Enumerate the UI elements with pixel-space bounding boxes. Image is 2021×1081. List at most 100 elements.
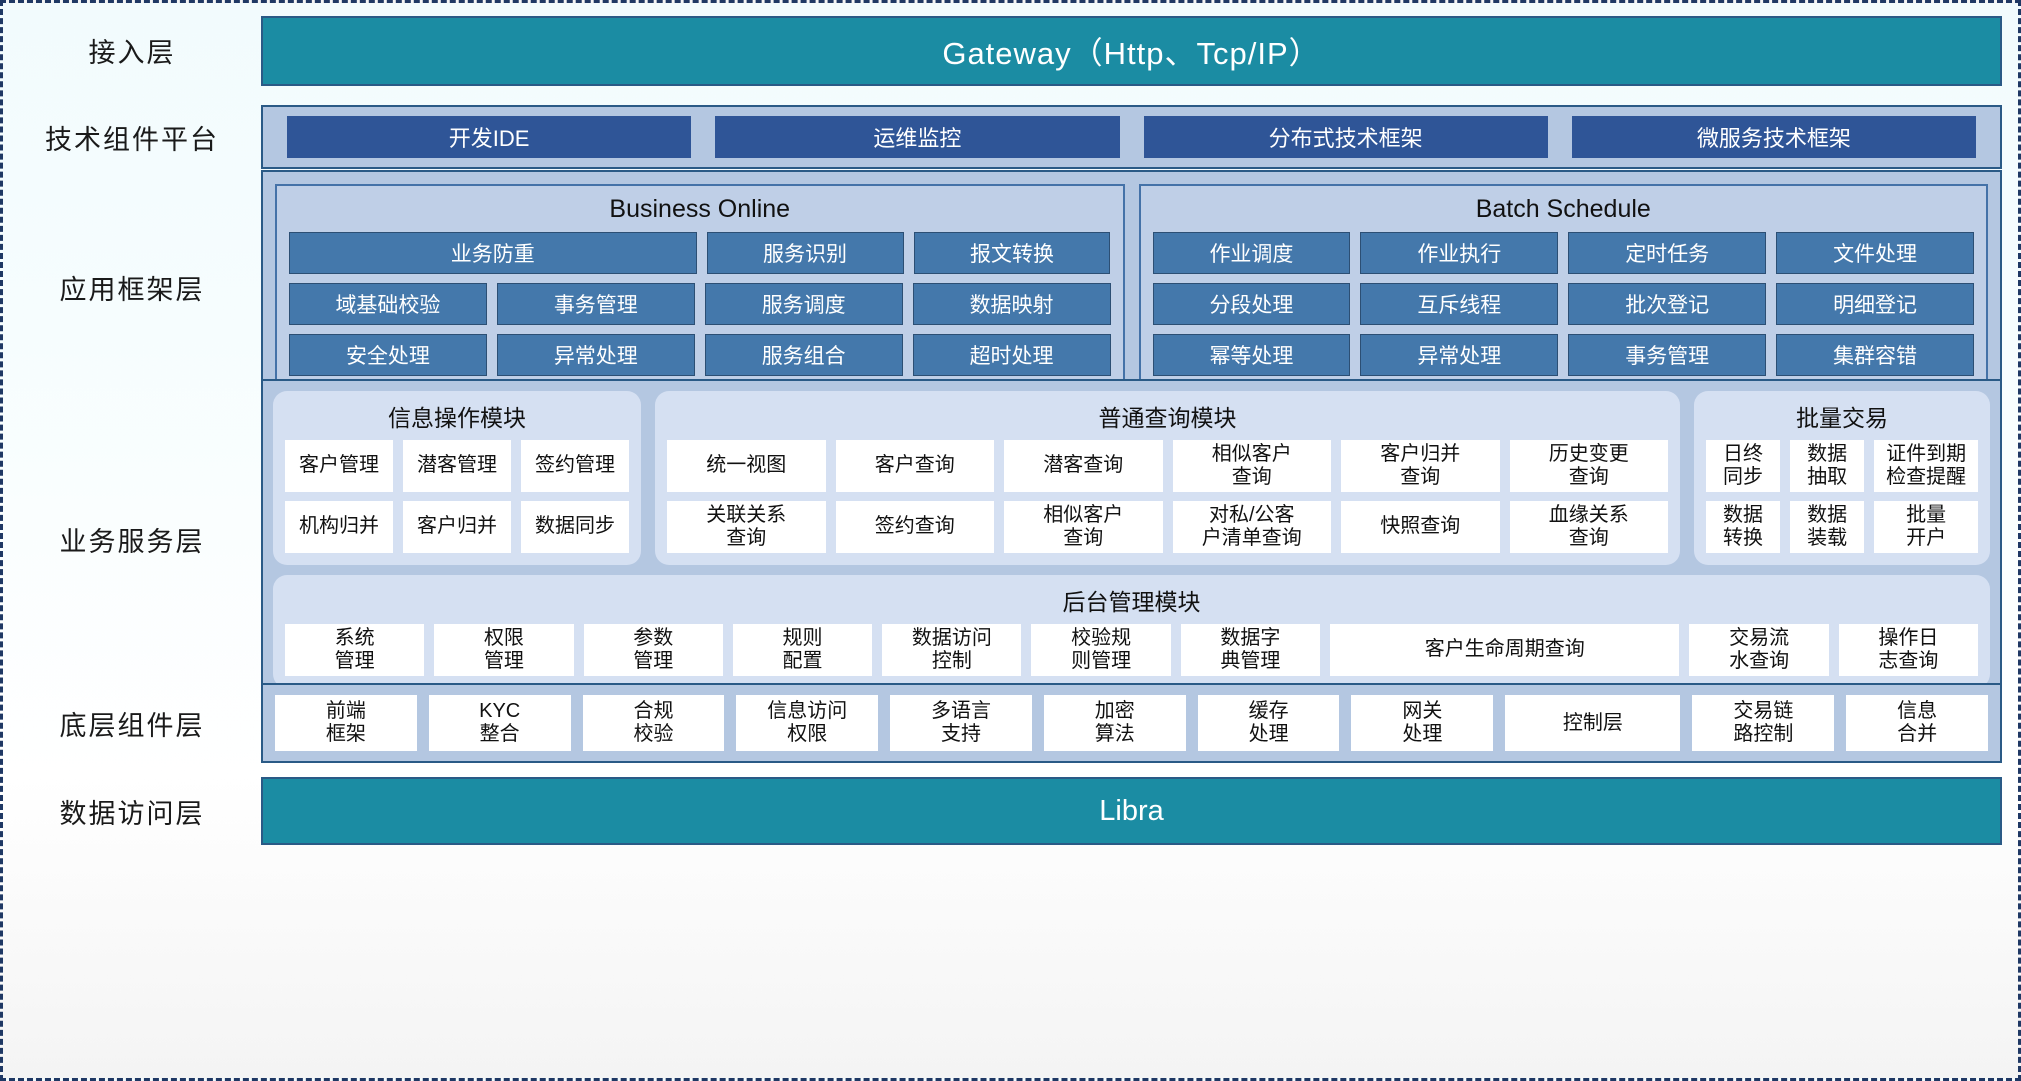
tech-chip-microservice-framework[interactable]: 微服务技术框架 <box>1571 116 1976 158</box>
bs-cell-history-change-query[interactable]: 历史变更查询 <box>1509 439 1668 492</box>
af-cell-batch-registration[interactable]: 批次登记 <box>1568 283 1767 325</box>
layer-row-access: 接入层 Gateway（Http、Tcp/IP） <box>3 3 2018 98</box>
bs-cell-customer-merge-query[interactable]: 客户归并查询 <box>1341 439 1500 492</box>
af-cell-exception-handling-batch[interactable]: 异常处理 <box>1360 334 1559 376</box>
cl-cell-control-layer[interactable]: 控制层 <box>1505 695 1681 751</box>
group-row: 关联关系查询 签约查询 相似客户查询 对私/公客户清单查询 快照查询 血缘关系查… <box>667 500 1668 553</box>
af-cell-exception-handling[interactable]: 异常处理 <box>496 334 695 376</box>
panel-row: 幂等处理 异常处理 事务管理 集群容错 <box>1152 334 1974 376</box>
group-title-common-query: 普通查询模块 <box>1098 404 1237 431</box>
group-title-batch-transaction: 批量交易 <box>1796 404 1888 431</box>
af-cell-mutex-thread[interactable]: 互斥线程 <box>1360 283 1559 325</box>
af-cell-timeout-handling[interactable]: 超时处理 <box>912 334 1111 376</box>
cl-cell-frontend-framework[interactable]: 前端框架 <box>275 695 417 751</box>
bs-cell-customer-mgmt[interactable]: 客户管理 <box>285 439 393 492</box>
af-cell-job-execution[interactable]: 作业执行 <box>1360 232 1559 274</box>
cl-cell-multilanguage-support[interactable]: 多语言支持 <box>890 695 1032 751</box>
layer-row-data-access: 数据访问层 Libra <box>3 766 2018 856</box>
bs-cell-customer-lifecycle-query[interactable]: 客户生命周期查询 <box>1330 623 1680 676</box>
af-cell-transaction-mgmt-batch[interactable]: 事务管理 <box>1568 334 1767 376</box>
tech-chip-ide[interactable]: 开发IDE <box>287 116 692 158</box>
layer-label-component: 底层组件层 <box>59 710 205 741</box>
af-cell-cluster-fault-tolerance[interactable]: 集群容错 <box>1776 334 1974 376</box>
bs-cell-cert-expiry-alert[interactable]: 证件到期检查提醒 <box>1874 439 1979 492</box>
bs-cell-transaction-flow-query[interactable]: 交易流水查询 <box>1689 623 1829 676</box>
bs-cell-customer-query[interactable]: 客户查询 <box>835 439 994 492</box>
bs-cell-org-merge[interactable]: 机构归并 <box>285 500 393 553</box>
bs-cell-retail-corporate-list-query[interactable]: 对私/公客户清单查询 <box>1172 500 1331 553</box>
bs-cell-similar-customer-query[interactable]: 相似客户查询 <box>1172 439 1331 492</box>
cl-cell-info-merge[interactable]: 信息合并 <box>1846 695 1989 751</box>
bs-cell-unified-view[interactable]: 统一视图 <box>667 439 826 492</box>
bs-cell-parameter-mgmt[interactable]: 参数管理 <box>583 623 723 676</box>
af-cell-idempotent-handling[interactable]: 幂等处理 <box>1152 334 1351 376</box>
bs-cell-system-mgmt[interactable]: 系统管理 <box>285 623 425 676</box>
business-service-band: 信息操作模块 客户管理 潜客管理 签约管理 机构归并 客户归并 数据同步 <box>261 378 2002 700</box>
layer-label-data-access: 数据访问层 <box>59 798 205 829</box>
af-cell-segment-processing[interactable]: 分段处理 <box>1152 283 1351 325</box>
panel-row: 作业调度 作业执行 定时任务 文件处理 <box>1152 232 1974 274</box>
bs-cell-customer-merge[interactable]: 客户归并 <box>403 500 511 553</box>
af-cell-message-transform[interactable]: 报文转换 <box>913 232 1111 274</box>
layer-body-app-framework: Business Online 业务防重 服务识别 报文转换 域基础校验 事务管… <box>261 170 2018 404</box>
bs-cell-data-transform[interactable]: 数据转换 <box>1706 500 1781 553</box>
bs-cell-data-dictionary-mgmt[interactable]: 数据字典管理 <box>1180 623 1321 676</box>
bs-cell-data-load[interactable]: 数据装载 <box>1790 500 1865 553</box>
bs-cell-prospect-mgmt[interactable]: 潜客管理 <box>403 439 511 492</box>
af-cell-domain-validation[interactable]: 域基础校验 <box>289 283 487 325</box>
af-cell-scheduled-task[interactable]: 定时任务 <box>1568 232 1767 274</box>
group-title-backend-management: 后台管理模块 <box>1062 588 1201 615</box>
af-cell-security-handling[interactable]: 安全处理 <box>289 334 487 376</box>
bs-cell-validation-rule-mgmt[interactable]: 校验规则管理 <box>1031 623 1171 676</box>
tech-chip-distributed-framework[interactable]: 分布式技术框架 <box>1143 116 1548 158</box>
libra-bar[interactable]: Libra <box>261 777 2002 845</box>
af-cell-service-identify[interactable]: 服务识别 <box>706 232 904 274</box>
bs-cell-rule-config[interactable]: 规则配置 <box>732 623 873 676</box>
group-row: 统一视图 客户查询 潜客查询 相似客户查询 客户归并查询 历史变更查询 <box>667 439 1668 492</box>
cl-cell-info-access-permission[interactable]: 信息访问权限 <box>736 695 879 751</box>
app-framework-band: Business Online 业务防重 服务识别 报文转换 域基础校验 事务管… <box>261 170 2002 404</box>
af-cell-transaction-mgmt[interactable]: 事务管理 <box>496 283 695 325</box>
bs-cell-relation-query[interactable]: 关联关系查询 <box>667 500 826 553</box>
bs-cell-contract-mgmt[interactable]: 签约管理 <box>521 439 629 492</box>
bs-cell-eod-sync[interactable]: 日终同步 <box>1706 439 1781 492</box>
cl-cell-compliance-check[interactable]: 合规校验 <box>582 695 725 751</box>
bs-cell-permission-mgmt[interactable]: 权限管理 <box>434 623 574 676</box>
bs-cell-data-extract[interactable]: 数据抽取 <box>1790 439 1865 492</box>
layer-row-business-service: 业务服务层 信息操作模块 客户管理 潜客管理 签约管理 <box>3 378 2018 700</box>
panel-business-online: Business Online 业务防重 服务识别 报文转换 域基础校验 事务管… <box>275 184 1125 390</box>
panel-row: 域基础校验 事务管理 服务调度 数据映射 <box>289 283 1111 325</box>
bs-cell-contract-query[interactable]: 签约查询 <box>835 500 994 553</box>
layer-label-app-framework: 应用框架层 <box>59 274 205 305</box>
group-common-query: 普通查询模块 统一视图 客户查询 潜客查询 相似客户查询 客户归并查询 历史变更… <box>655 390 1680 565</box>
bs-cell-data-access-control[interactable]: 数据访问控制 <box>882 623 1022 676</box>
bs-cell-lineage-query[interactable]: 血缘关系查询 <box>1509 500 1668 553</box>
panel-batch-schedule: Batch Schedule 作业调度 作业执行 定时任务 文件处理 分段处理 … <box>1138 184 1988 390</box>
tech-chip-monitoring[interactable]: 运维监控 <box>715 116 1120 158</box>
gateway-bar[interactable]: Gateway（Http、Tcp/IP） <box>261 15 2002 86</box>
af-cell-service-composition[interactable]: 服务组合 <box>704 334 903 376</box>
panel-title-business-online: Business Online <box>609 195 791 223</box>
bs-cell-data-sync[interactable]: 数据同步 <box>521 500 629 553</box>
cl-cell-encryption-algorithm[interactable]: 加密算法 <box>1043 695 1186 751</box>
af-cell-business-dedup[interactable]: 业务防重 <box>289 232 697 274</box>
af-cell-file-processing[interactable]: 文件处理 <box>1776 232 1974 274</box>
group-row: 日终同步 数据抽取 证件到期检查提醒 <box>1706 439 1979 492</box>
group-row: 数据转换 数据装载 批量开户 <box>1706 500 1979 553</box>
af-cell-service-scheduling[interactable]: 服务调度 <box>704 283 903 325</box>
af-cell-detail-registration[interactable]: 明细登记 <box>1776 283 1974 325</box>
group-info-operation: 信息操作模块 客户管理 潜客管理 签约管理 机构归并 客户归并 数据同步 <box>273 390 641 565</box>
bs-cell-prospect-query[interactable]: 潜客查询 <box>1004 439 1163 492</box>
cl-cell-gateway-processing[interactable]: 网关处理 <box>1351 695 1494 751</box>
bs-cell-snapshot-query[interactable]: 快照查询 <box>1341 500 1500 553</box>
cl-cell-cache-processing[interactable]: 缓存处理 <box>1197 695 1340 751</box>
cl-cell-transaction-link-control[interactable]: 交易链路控制 <box>1692 695 1835 751</box>
af-cell-data-mapping[interactable]: 数据映射 <box>912 283 1111 325</box>
group-batch-transaction: 批量交易 日终同步 数据抽取 证件到期检查提醒 数据转换 数据装载 批量开户 <box>1694 390 1990 565</box>
bs-cell-batch-account-open[interactable]: 批量开户 <box>1874 500 1979 553</box>
layer-body-data-access: Libra <box>261 766 2018 856</box>
af-cell-job-scheduling[interactable]: 作业调度 <box>1152 232 1351 274</box>
bs-cell-similar-customer-query-2[interactable]: 相似客户查询 <box>1004 500 1163 553</box>
bs-cell-operation-log-query[interactable]: 操作日志查询 <box>1838 623 1979 676</box>
